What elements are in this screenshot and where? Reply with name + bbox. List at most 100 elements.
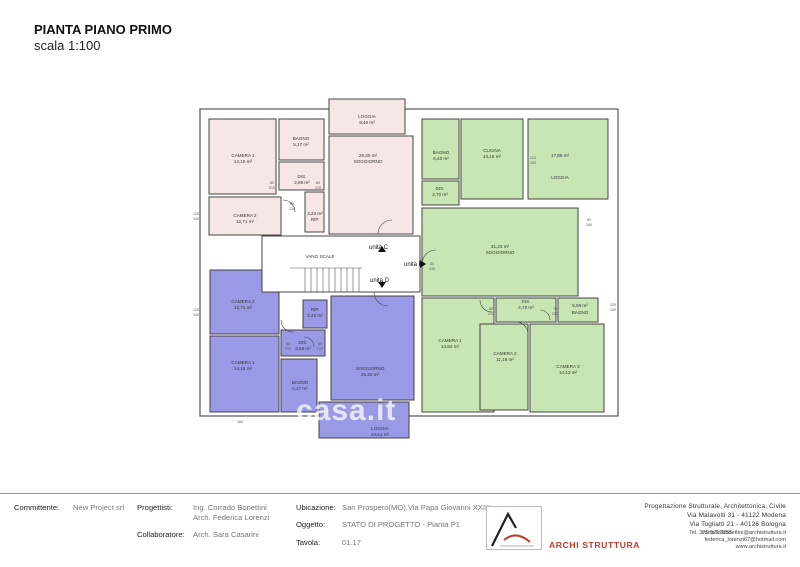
dis-c-name: DIS. <box>298 174 307 179</box>
camera2-c-area: 12,71 m² <box>236 219 255 224</box>
door-tag: 210 <box>285 347 291 351</box>
soggiorno-d <box>330 295 415 401</box>
bagno-c-name: BAGNO <box>293 136 310 141</box>
rip-d-name: RIP. <box>311 307 319 312</box>
loggia-c <box>328 98 406 135</box>
camera1-c-area: 14,16 m² <box>234 159 253 164</box>
committente-label: Committente: <box>14 503 60 512</box>
door-tag: 240 <box>530 161 536 165</box>
bagno2-e-area: 5,59 m² <box>572 303 588 308</box>
camera3-e-name: CAMERA 3 <box>556 364 580 369</box>
camera1-d <box>209 335 280 413</box>
archistruttura-logo-mark <box>486 506 542 550</box>
cucina-e-area: 14,15 m² <box>483 154 502 159</box>
title-block <box>0 493 800 567</box>
window-tag: 140 <box>610 308 616 312</box>
dis1-e <box>421 180 460 206</box>
camera2-e-area: 11,19 m² <box>496 357 514 362</box>
vano-scale-label: VANO SCALE <box>305 254 334 259</box>
bagno-d-area: 5,17 m² <box>292 386 308 391</box>
camera2-e-name: CAMERA 2 <box>493 351 517 356</box>
firm-phone: Tel. 375 5713255 <box>689 530 732 536</box>
rip-c-area: 2,22 m² <box>307 211 323 216</box>
door-tag: 210 <box>317 347 323 351</box>
firm-email-1: corrado.bonettini@archistruttura.it <box>701 530 786 536</box>
door-tag: 210 <box>530 156 536 160</box>
ubicazione-value: San Prospero(MO),Via Papa Giovanni XXIII <box>342 503 490 512</box>
camera3-e <box>529 323 605 413</box>
soggiorno-c-name: SOGGIORNO <box>354 159 383 164</box>
camera2-d-area: 12,71 m² <box>234 305 253 310</box>
collaboratore-label: Collaboratore: <box>137 530 185 539</box>
door-tag: 80 <box>587 218 591 222</box>
unit-c-label: unità C <box>369 245 389 251</box>
bagno-c <box>278 118 325 161</box>
entry-arrow-c <box>378 246 386 252</box>
camera1-d-name: CAMERA 1 <box>231 360 255 365</box>
door-tag: 80 <box>286 342 290 346</box>
bagno-e <box>421 118 460 180</box>
window-tag: 160 <box>237 420 243 424</box>
loggia-e-area: 17,85 m² <box>551 153 570 158</box>
archistruttura-logo-text: ARCHI STRUTTURA <box>549 540 641 550</box>
window-tag: 140 <box>193 217 199 221</box>
dis2-e <box>495 297 557 323</box>
unit-e-label: unità E <box>404 262 423 268</box>
rip-d <box>302 299 328 329</box>
stairs <box>290 267 362 293</box>
tavola-value: 01.17 <box>342 538 362 547</box>
camera1-c-name: CAMERA 1 <box>231 153 255 158</box>
dis1-e-name: DIS. <box>436 186 445 191</box>
window-tag: 120 <box>193 212 199 216</box>
watermark: casa.it <box>296 394 397 427</box>
loggia-c-area: 9,40 m² <box>359 120 375 125</box>
door-tag: 210 <box>488 312 494 316</box>
drawing-scale: scala 1:100 <box>34 38 101 53</box>
progettisti-1: Ing. Corrado Bonettini <box>193 503 267 512</box>
door-swings <box>280 199 551 348</box>
dis1-e-area: 2,70 m² <box>432 192 448 197</box>
soggiorno-e-area: 31,23 m² <box>491 244 510 249</box>
door-tag: 80 <box>270 181 274 185</box>
bagno-e-area: 6,40 m² <box>433 156 449 161</box>
ubicazione-label: Ubicazione: <box>296 503 336 512</box>
entry-arrow-d <box>378 282 386 288</box>
firm-email-2[interactable]: federica_lorenzi67@hotmail.com <box>704 537 786 543</box>
tavola-label: Tavola: <box>296 538 321 547</box>
bagno2-e-name: BAGNO <box>572 310 589 315</box>
bagno-e-name: BAGNO <box>433 150 450 155</box>
progettisti-2: Arch. Federica Lorenzi <box>193 513 270 522</box>
camera1-e-area: 14,82 m² <box>441 344 460 349</box>
soggiorno-e <box>421 207 579 297</box>
bagno-d <box>280 358 318 413</box>
loggia-e-name: LOGGIA <box>551 175 570 180</box>
camera2-c-name: CAMERA 2 <box>233 213 257 218</box>
dis-c-area: 2,69 m² <box>294 180 310 185</box>
dis-d <box>280 329 326 357</box>
camera3-e-area: 14,13 m² <box>559 370 578 375</box>
firm-website[interactable]: www.archistruttura.it <box>735 544 786 550</box>
window-tag: 120 <box>610 303 616 307</box>
door-tag: 210 <box>552 312 558 316</box>
firm-line-1: Progettazione Strutturale, Architettonic… <box>644 503 786 510</box>
dis2-e-name: DIS. <box>522 299 531 304</box>
door-tag: 70 <box>553 307 557 311</box>
camera1-c <box>208 118 277 195</box>
door-tag: 80 <box>430 262 434 266</box>
door-tag: 240 <box>586 223 592 227</box>
camera1-e-name: CAMERA 1 <box>438 338 462 343</box>
soggiorno-d-name: SOGGIORNO <box>356 366 385 371</box>
rip-c-name: RIP. <box>311 217 319 222</box>
camera1-d-area: 14,16 m² <box>234 366 253 371</box>
cucina-e <box>460 118 524 200</box>
door-tag: 210 <box>315 186 321 190</box>
bagno2-e <box>557 297 599 323</box>
drawing-title: PIANTA PIANO PRIMO <box>34 22 172 37</box>
collaboratore-value: Arch. Sara Casarini <box>193 530 259 539</box>
soggiorno-c <box>328 135 414 235</box>
soggiorno-e-name: SOGGIORNO <box>486 250 515 255</box>
door-tag: 240 <box>429 267 435 271</box>
loggia-d-area: 10,51 m² <box>371 432 390 437</box>
rip-d-area: 2,22 m² <box>307 313 323 318</box>
cucina-e-name: CUCINA <box>483 148 502 153</box>
